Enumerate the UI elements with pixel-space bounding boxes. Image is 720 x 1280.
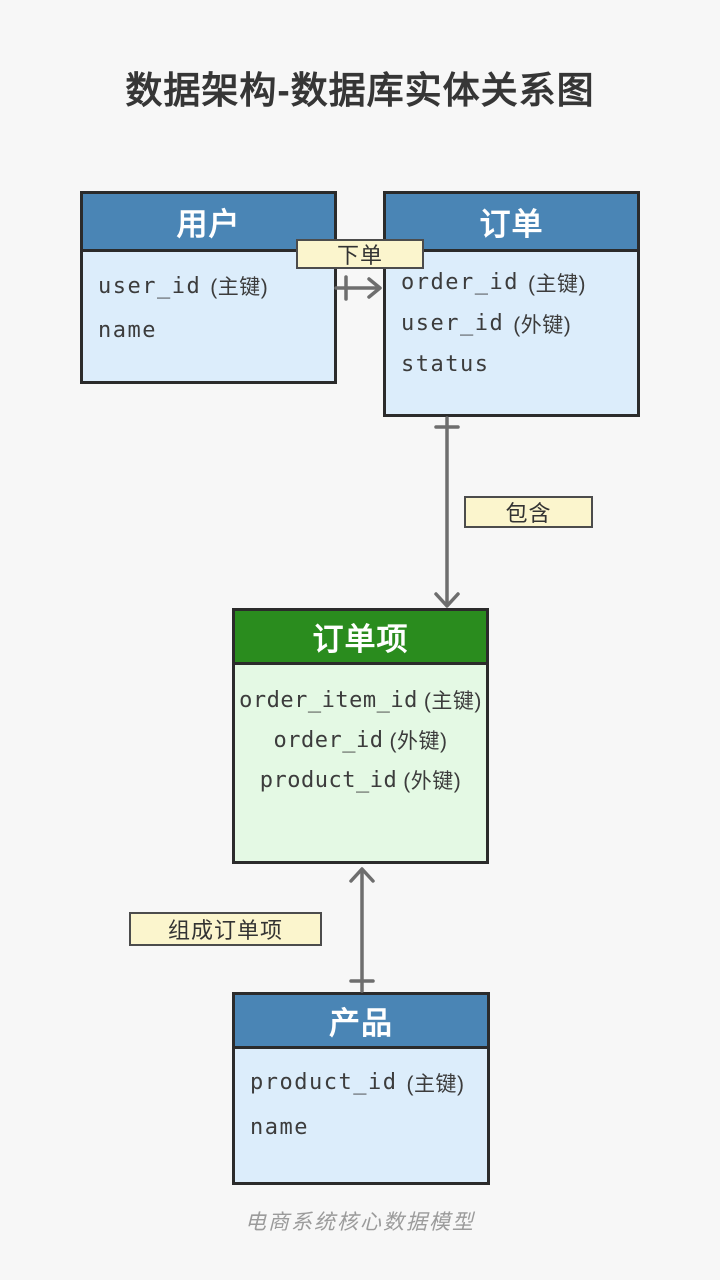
relation-label-composes: 组成订单项 — [129, 912, 322, 946]
entity-user-title: 用户 — [176, 207, 241, 242]
field-key-tag: (主键) — [527, 272, 586, 296]
field-row: user_id (主键) — [98, 264, 334, 308]
entity-order-item: 订单项 order_item_id (主键) order_id (外键) pro… — [232, 608, 489, 864]
entity-order: 订单 order_id (主键) user_id (外键) status — [383, 191, 640, 417]
diagram-caption: 电商系统核心数据模型 — [245, 1211, 475, 1234]
field-row: product_id (外键) — [235, 760, 486, 800]
relation-label-text: 包含 — [505, 501, 552, 526]
entity-product-title: 产品 — [329, 1006, 393, 1041]
entity-order-item-fields: order_item_id (主键) order_id (外键) product… — [235, 665, 486, 800]
entity-order-header: 订单 — [386, 194, 637, 252]
field-row: product_id (主键) — [250, 1060, 487, 1105]
field-name: user_id — [401, 311, 505, 336]
arrowhead-icon — [367, 277, 382, 299]
entity-order-fields: order_id (主键) user_id (外键) status — [386, 252, 637, 385]
relation-arrow-composes — [349, 867, 375, 993]
relation-arrow-place-order — [334, 275, 382, 301]
entity-order-item-title: 订单项 — [312, 622, 409, 657]
field-row: user_id (外键) — [401, 303, 637, 344]
relation-label-text: 下单 — [336, 243, 383, 268]
field-row: name — [98, 308, 334, 352]
field-row: name — [250, 1105, 487, 1150]
arrowhead-icon — [434, 592, 460, 608]
entity-user-fields: user_id (主键) name — [83, 252, 334, 352]
field-name: status — [401, 352, 490, 377]
relation-label-contains: 包含 — [464, 496, 593, 528]
entity-order-item-header: 订单项 — [235, 611, 486, 665]
page-title: 数据架构-数据库实体关系图 — [125, 70, 595, 111]
relation-label-text: 组成订单项 — [167, 918, 283, 943]
field-name: name — [250, 1115, 309, 1140]
field-name: user_id — [98, 273, 202, 299]
field-name: order_id — [273, 727, 384, 753]
field-row: order_id (主键) — [401, 262, 637, 303]
relation-label-place-order: 下单 — [296, 239, 424, 269]
field-name: product_id — [250, 1070, 398, 1095]
arrowhead-icon — [349, 867, 375, 883]
entity-product-fields: product_id (主键) name — [235, 1049, 487, 1150]
field-key-tag: (外键) — [403, 770, 462, 793]
field-row: order_id (外键) — [235, 720, 486, 760]
entity-user: 用户 user_id (主键) name — [80, 191, 337, 384]
field-name: order_id — [401, 270, 519, 295]
entity-order-title: 订单 — [479, 207, 544, 242]
field-row: order_item_id (主键) — [235, 680, 486, 720]
entity-product-header: 产品 — [235, 995, 487, 1049]
relation-arrow-contains — [434, 416, 460, 608]
field-key-tag: (主键) — [423, 690, 482, 713]
field-key-tag: (主键) — [210, 276, 269, 299]
field-key-tag: (主键) — [406, 1072, 465, 1096]
field-name: name — [98, 317, 157, 343]
entity-product: 产品 product_id (主键) name — [232, 992, 490, 1185]
field-name: product_id — [259, 767, 398, 793]
field-row: status — [401, 344, 637, 385]
entity-user-header: 用户 — [83, 194, 334, 252]
field-key-tag: (外键) — [389, 730, 448, 753]
field-key-tag: (外键) — [513, 313, 572, 337]
field-name: order_item_id — [239, 687, 418, 713]
